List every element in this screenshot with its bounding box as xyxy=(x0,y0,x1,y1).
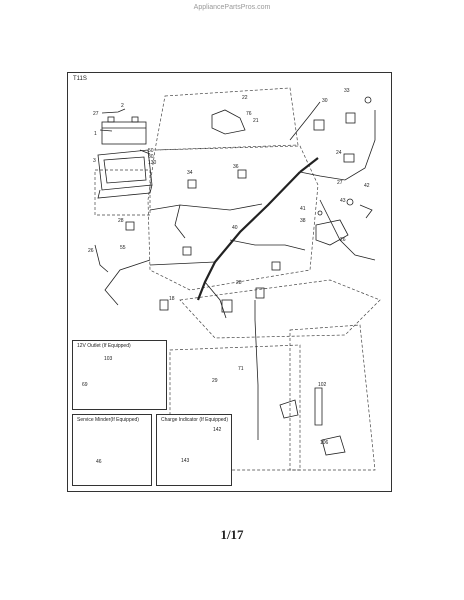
callout-69: 69 xyxy=(82,382,88,388)
chassis-outline xyxy=(94,87,381,471)
main-harness xyxy=(196,157,319,301)
callout-24: 24 xyxy=(336,150,342,156)
callout-18: 18 xyxy=(169,296,175,302)
callout-30: 30 xyxy=(322,98,328,104)
callout-80: 80 xyxy=(148,154,154,160)
service-minder-inset: Service Minder(If Equipped) xyxy=(72,414,152,486)
callout-130: 130 xyxy=(148,160,157,166)
callout-102: 102 xyxy=(318,382,327,388)
callout-71: 71 xyxy=(238,366,244,372)
callout-27b: 27 xyxy=(337,180,343,186)
callout-26b: 26 xyxy=(88,248,94,254)
callout-41: 41 xyxy=(300,206,306,212)
callout-38: 38 xyxy=(300,218,306,224)
callout-55: 55 xyxy=(120,245,126,251)
battery-icon xyxy=(101,116,147,145)
callout-50: 50 xyxy=(148,148,154,154)
callout-76: 76 xyxy=(246,111,252,117)
callout-28b: 28 xyxy=(236,280,242,286)
battery-tray-icon xyxy=(97,149,153,199)
callout-142: 142 xyxy=(213,427,222,433)
callout-103: 103 xyxy=(104,356,113,362)
callout-33: 33 xyxy=(344,88,350,94)
callout-2: 2 xyxy=(121,103,124,109)
battery-cables xyxy=(99,108,151,155)
callout-1: 1 xyxy=(94,131,97,137)
charge-indicator-inset-title: Charge Indicator (If Equipped) xyxy=(161,417,228,423)
callout-34: 34 xyxy=(187,170,193,176)
callout-3: 3 xyxy=(93,158,96,164)
callout-26a: 26 xyxy=(340,237,346,243)
callout-27: 27 xyxy=(93,111,99,117)
watermark: AppliancePartsPros.com xyxy=(193,4,271,11)
service-minder-inset-title: Service Minder(If Equipped) xyxy=(77,417,139,423)
page-number: 1/17 xyxy=(220,527,244,542)
callout-40: 40 xyxy=(232,225,238,231)
callout-21: 21 xyxy=(253,118,259,124)
components xyxy=(125,96,373,456)
outlet-inset: 12V Outlet (If Equipped) xyxy=(72,340,167,410)
callout-28a: 28 xyxy=(118,218,124,224)
callout-36: 36 xyxy=(233,164,239,170)
callout-106: 106 xyxy=(320,440,329,446)
outlet-inset-title: 12V Outlet (If Equipped) xyxy=(77,343,131,349)
callout-143: 143 xyxy=(181,458,190,464)
callout-22: 22 xyxy=(242,95,248,101)
callout-29: 29 xyxy=(212,378,218,384)
callout-46: 46 xyxy=(96,459,102,465)
harness-branches xyxy=(94,101,376,440)
diagram-code: T11S xyxy=(73,76,87,82)
diagram-frame xyxy=(67,72,392,492)
callout-43: 43 xyxy=(340,198,346,204)
callout-42: 42 xyxy=(364,183,370,189)
charge-indicator-inset: Charge Indicator (If Equipped) xyxy=(156,414,232,486)
